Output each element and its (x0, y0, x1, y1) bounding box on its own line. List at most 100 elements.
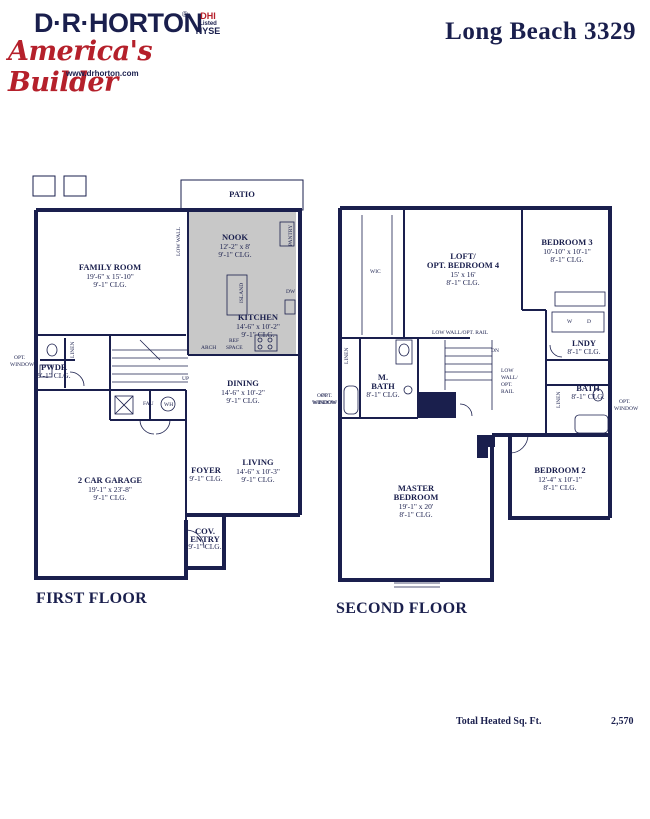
garage-dims: 19'-1" x 23'-8" (88, 485, 132, 494)
nook-clg: 9'-1" CLG. (218, 250, 251, 259)
second-floor-label: SECOND FLOOR (336, 600, 468, 617)
laundry-clg: 8'-1" CLG. (567, 347, 600, 356)
stair-up-note: UP (182, 376, 189, 382)
entry-clg: 9'-1" CLG. (188, 542, 221, 551)
chase-block-1 (418, 392, 456, 418)
opt-window-note-line2: WINDOW (10, 362, 35, 368)
exchange-name: NYSE (195, 26, 221, 36)
plan-title: Long Beach 3329 (445, 18, 636, 45)
linen-note-3: LINEN (556, 391, 562, 408)
bedroom3-name: BEDROOM 3 (541, 237, 592, 247)
dw-note: DW (286, 289, 296, 295)
living-clg: 9'-1" CLG. (241, 475, 274, 484)
dining-clg: 9'-1" CLG. (226, 396, 259, 405)
sf-opt-window-left-line1: OPT. (321, 393, 333, 399)
bedroom3-dims: 10'-10" x 10'-1" (543, 247, 591, 256)
low-wall-note-line2: WALL/ (501, 375, 518, 381)
low-wall-note: LOW WALL (176, 226, 182, 256)
patio-step-right (63, 175, 87, 197)
linen-note: LINEN (70, 341, 76, 358)
water-heater-note: WH (164, 402, 173, 408)
master-bedroom-clg: 8'-1" CLG. (399, 510, 432, 519)
loft-name-line1: LOFT/ (450, 251, 476, 261)
low-wall-note-line1: LOW (501, 368, 514, 374)
kitchen-name: KITCHEN (238, 312, 279, 322)
living-name: LIVING (242, 457, 274, 467)
bedroom2-name: BEDROOM 2 (534, 465, 585, 475)
loft-dims: 15' x 16' (450, 270, 476, 279)
sf-opt-window-right-line2: WINDOW (614, 406, 639, 412)
chase-block-2 (477, 435, 495, 458)
total-sqft-value: 2,570 (611, 716, 634, 727)
exchange-badge: DHI Listed NYSE (193, 12, 223, 36)
ref-note-line1: REF (229, 338, 239, 344)
pantry-note: PANTRY (288, 225, 294, 246)
low-wall-rail-note: LOW WALL/OPT. RAIL (432, 330, 489, 336)
nook-name: NOOK (222, 232, 248, 242)
master-bath-clg: 8'-1" CLG. (366, 390, 399, 399)
patio-label: PATIO (229, 189, 255, 199)
sf-opt-window-left-line2: WINDOW (312, 400, 337, 406)
arch-note: ARCH (201, 345, 216, 351)
opt-window-note2-line2: WINDOW (313, 400, 338, 406)
brand-tagline: America's Builder (8, 36, 153, 98)
low-wall-note-line3: OPT. (501, 382, 513, 388)
kitchen-clg: 9'-1" CLG. (241, 330, 274, 339)
bedroom2-clg: 8'-1" CLG. (543, 483, 576, 492)
entry-name-line2: ENTRY (190, 534, 219, 544)
second-floor-walls (338, 206, 612, 582)
linen-note-2: LINEN (344, 347, 350, 364)
exchange-ticker: DHI (200, 11, 216, 21)
kitchen-dims: 14'-6" x 10'-2" (236, 322, 280, 331)
master-bath-name-line2: BATH (371, 381, 395, 391)
kitchen-area-fill (188, 212, 296, 355)
master-bath-name-line1: M. (378, 372, 388, 382)
master-bedroom-name-line1: MASTER (398, 483, 435, 493)
opt-window-note2-line1: OPT. (317, 393, 329, 399)
dining-name: DINING (227, 378, 259, 388)
bath-clg: 8'-1" CLG. (571, 392, 604, 401)
living-dims: 14'-6" x 10'-3" (236, 467, 280, 476)
exchange-listed: Listed (199, 21, 217, 27)
second-floor-plan: WIC LOFT/ OPT. BEDROOM 4 15' x 16' 8'-1"… (312, 206, 639, 588)
island-note: ISLAND (239, 283, 245, 303)
first-floor-label: FIRST FLOOR (36, 590, 148, 607)
opt-window-note-line1: OPT. (14, 355, 26, 361)
low-wall-note-line4: RAIL (501, 389, 514, 395)
family-room-dims: 19'-6" x 15'-10" (86, 272, 134, 281)
bedroom2-dims: 12'-4" x 10'-1" (538, 475, 582, 484)
entry-name-line1: COV. (195, 526, 215, 536)
total-sqft-label: Total Heated Sq. Ft. (456, 716, 542, 727)
fau-note: FAU (143, 401, 154, 407)
ref-note-line2: SPACE (226, 345, 243, 351)
laundry-name: LNDY (572, 338, 596, 348)
nook-dims: 12'-2" x 8' (220, 242, 251, 251)
wic-label: WIC (370, 269, 381, 275)
dining-dims: 14'-6" x 10'-2" (221, 388, 265, 397)
foyer-name: FOYER (191, 465, 222, 475)
family-room-clg: 9'-1" CLG. (93, 280, 126, 289)
loft-clg: 8'-1" CLG. (446, 278, 479, 287)
brand-name: D·R·HORTON (34, 8, 203, 38)
website-text: www.drhorton.com (66, 69, 139, 78)
first-floor-plan: PATIO NOOK 12'-2" x 8' 9'-1" CLG. FAMILY… (10, 175, 338, 580)
garage-name: 2 CAR GARAGE (78, 475, 143, 485)
patio-step-left (32, 175, 56, 197)
bedroom3-clg: 8'-1" CLG. (550, 255, 583, 264)
pwdr-name: PWDR (41, 362, 68, 372)
sf-opt-window-right-line1: OPT. (619, 399, 631, 405)
foyer-clg: 9'-1" CLG. (189, 474, 222, 483)
family-room-name: FAMILY ROOM (79, 262, 141, 272)
master-bedroom-name-line2: BEDROOM (394, 492, 439, 502)
pwdr-clg: 9'-1" CLG. (37, 371, 70, 380)
bath-name: BATH (576, 383, 600, 393)
drhorton-logo: D·R·HORTON ® DHI Listed NYSE America's B… (6, 8, 236, 98)
master-bedroom-dims: 19'-1" x 20' (399, 502, 434, 511)
stair-down-note: DN (491, 348, 499, 354)
registered-mark: ® (182, 10, 188, 19)
loft-name-line2: OPT. BEDROOM 4 (427, 260, 500, 270)
washer-note: W (567, 319, 573, 325)
garage-clg: 9'-1" CLG. (93, 493, 126, 502)
dryer-note: D (587, 319, 591, 325)
